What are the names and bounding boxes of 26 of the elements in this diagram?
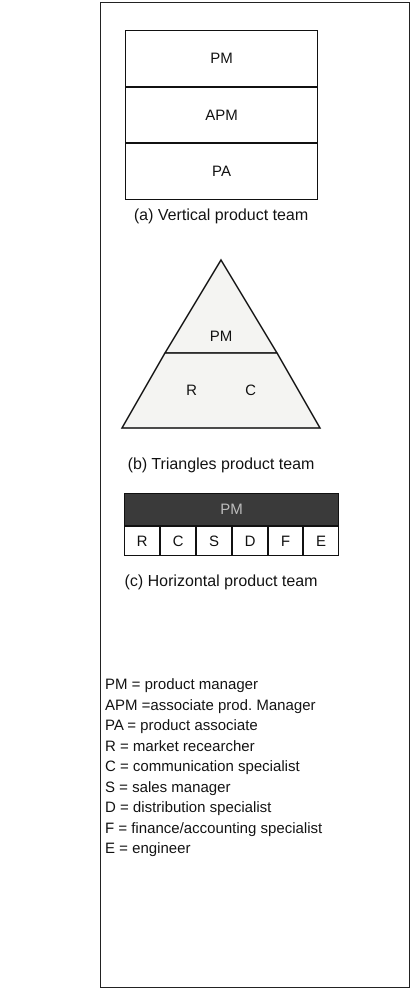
abbreviation-key: F = finance/accounting specialist <box>105 820 322 836</box>
role-box: E <box>303 526 339 556</box>
abbreviation-key: D = distribution specialist <box>105 799 272 816</box>
role-box: PA <box>125 143 318 200</box>
role-letter: R <box>186 382 197 399</box>
abbreviation-key: E = engineer <box>105 840 190 857</box>
role-box: APM <box>125 87 318 143</box>
role-box: F <box>268 526 303 556</box>
role-box: R <box>124 526 160 556</box>
abbreviation-key: S = sales manager <box>105 778 230 796</box>
caption: (c) Horizontal product team <box>124 573 318 591</box>
abbreviation-key: R = market recearcher <box>105 738 255 754</box>
caption: (a) Vertical product team <box>134 207 308 225</box>
abbreviation-key: PA = product associate <box>105 717 258 734</box>
trapezoid-segment <box>122 353 320 428</box>
role-box: C <box>160 526 196 556</box>
role-box: PM <box>125 30 318 87</box>
abbreviation-key: PM = product manager <box>105 676 258 693</box>
abbreviation-key: C = communication specialist <box>105 758 300 775</box>
caption: (b) Triangles product team <box>128 456 314 474</box>
role-box: D <box>232 526 268 556</box>
role-bar: PM <box>124 493 339 526</box>
triangle-segment: PM <box>165 260 277 353</box>
role-letter: C <box>245 382 256 399</box>
abbreviation-key: APM =associate prod. Manager <box>105 696 316 714</box>
role-box: S <box>196 526 232 556</box>
